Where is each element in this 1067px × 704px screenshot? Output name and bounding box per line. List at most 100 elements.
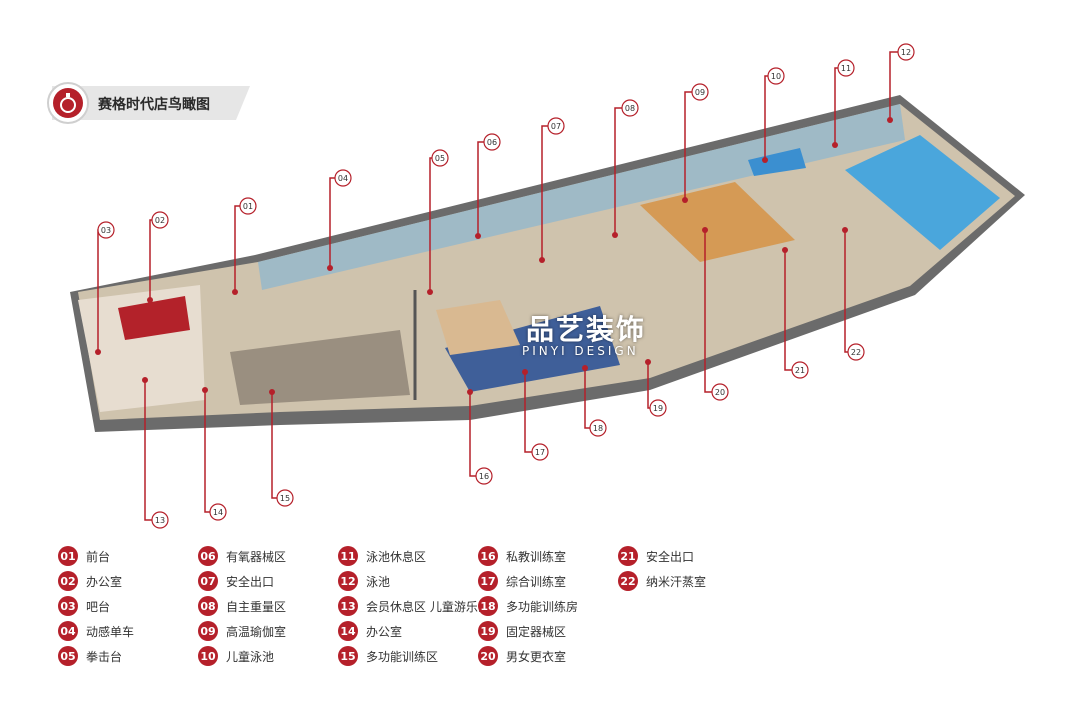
marker-circle bbox=[239, 197, 257, 215]
legend-number: 10 bbox=[198, 646, 218, 666]
legend-number: 19 bbox=[478, 621, 498, 641]
legend-label: 泳池 bbox=[366, 574, 391, 589]
marker-anchor-dot bbox=[232, 289, 238, 295]
legend-label: 有氧器械区 bbox=[226, 549, 287, 564]
marker-anchor-dot bbox=[202, 387, 208, 393]
marker-anchor-dot bbox=[467, 389, 473, 395]
legend-number: 15 bbox=[338, 646, 358, 666]
marker-anchor-dot bbox=[142, 377, 148, 383]
title-badge bbox=[47, 82, 250, 124]
brand-logo: 品艺装饰 bbox=[526, 313, 647, 346]
legend-number: 22 bbox=[618, 571, 638, 591]
office-red bbox=[118, 296, 190, 340]
legend-number: 06 bbox=[198, 546, 218, 566]
legend-number: 05 bbox=[58, 646, 78, 666]
marker-anchor-dot bbox=[645, 359, 651, 365]
marker-anchor-dot bbox=[702, 227, 708, 233]
marker-circle bbox=[97, 221, 115, 239]
legend-number: 20 bbox=[478, 646, 498, 666]
marker-anchor-dot bbox=[475, 233, 481, 239]
marker-labels: 0102030405060708091011121314151617181920… bbox=[97, 43, 915, 529]
marker-circle bbox=[531, 443, 549, 461]
legend-label: 男女更衣室 bbox=[506, 649, 567, 664]
marker-anchor-dot bbox=[427, 289, 433, 295]
marker-number: 10 bbox=[771, 72, 781, 81]
marker-number: 05 bbox=[435, 154, 445, 163]
legend-label: 办公室 bbox=[86, 574, 123, 589]
marker-number: 09 bbox=[695, 88, 705, 97]
marker-anchor-dot bbox=[887, 117, 893, 123]
legend-number: 12 bbox=[338, 571, 358, 591]
legend-number: 09 bbox=[198, 621, 218, 641]
marker-number: 16 bbox=[479, 472, 489, 481]
marker-circle bbox=[151, 511, 169, 529]
legend-label: 安全出口 bbox=[226, 574, 275, 589]
legend-number: 21 bbox=[618, 546, 638, 566]
marker-circle bbox=[649, 399, 667, 417]
marker-circle bbox=[589, 419, 607, 437]
locker-room bbox=[640, 182, 795, 262]
marker-circle bbox=[276, 489, 294, 507]
floor-area bbox=[78, 104, 1015, 420]
legend-number: 13 bbox=[338, 596, 358, 616]
marker-number: 15 bbox=[280, 494, 290, 503]
marker-circle bbox=[209, 503, 227, 521]
marker-number: 13 bbox=[155, 516, 165, 525]
legend-label: 儿童泳池 bbox=[226, 649, 275, 664]
marker-circle bbox=[791, 361, 809, 379]
marker-circle bbox=[847, 343, 865, 361]
marker-number: 20 bbox=[715, 388, 725, 397]
marker-anchor-dot bbox=[582, 365, 588, 371]
marker-number: 21 bbox=[795, 366, 805, 375]
legend-number: 17 bbox=[478, 571, 498, 591]
marker-number: 18 bbox=[593, 424, 603, 433]
legend-item: 20 男女更衣室 bbox=[478, 646, 566, 666]
marker-anchor-dot bbox=[842, 227, 848, 233]
legend-item: 22 纳米汗蒸室 bbox=[618, 571, 706, 591]
legend-item: 19 固定器械区 bbox=[478, 621, 566, 641]
legend-number: 11 bbox=[338, 546, 358, 566]
marker-number: 08 bbox=[625, 104, 635, 113]
legend-item: 02 办公室 bbox=[58, 571, 122, 591]
marker-number: 04 bbox=[338, 174, 348, 183]
legend-number: 08 bbox=[198, 596, 218, 616]
pool bbox=[845, 135, 1000, 250]
marker-number: 02 bbox=[155, 216, 165, 225]
marker-number: 17 bbox=[535, 448, 545, 457]
marker-anchor-dot bbox=[269, 389, 275, 395]
marker-circle bbox=[767, 67, 785, 85]
legend-number: 02 bbox=[58, 571, 78, 591]
marker-anchor-dot bbox=[612, 232, 618, 238]
page-title: 赛格时代店鸟瞰图 bbox=[98, 97, 210, 113]
marker-anchor-dot bbox=[522, 369, 528, 375]
glass-facade bbox=[258, 104, 905, 290]
legend-label: 动感单车 bbox=[86, 624, 135, 639]
marker-circle bbox=[711, 383, 729, 401]
legend-item: 12 泳池 bbox=[338, 571, 390, 591]
marker-anchor-dot bbox=[539, 257, 545, 263]
marker-anchor-dot bbox=[327, 265, 333, 271]
kids-pool bbox=[748, 148, 806, 176]
stopwatch-icon bbox=[60, 97, 76, 113]
marker-circle bbox=[837, 59, 855, 77]
legend-label: 纳米汗蒸室 bbox=[646, 574, 707, 589]
legend-label: 固定器械区 bbox=[506, 624, 567, 639]
marker-number: 03 bbox=[101, 226, 111, 235]
legend-number: 16 bbox=[478, 546, 498, 566]
marker-number: 19 bbox=[653, 404, 663, 413]
marker-circle bbox=[431, 149, 449, 167]
